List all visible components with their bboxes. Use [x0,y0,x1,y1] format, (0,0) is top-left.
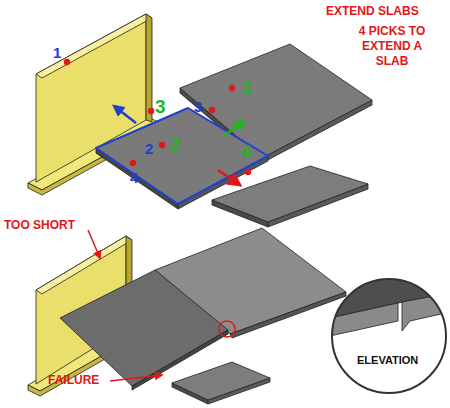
elevation-detail [330,270,450,396]
pick-point [209,107,215,113]
circle-outline [331,278,447,394]
callout-number: 3 [155,97,166,116]
failure-marker [219,321,235,337]
slab-top [212,166,368,222]
direction-arrow [114,106,136,123]
note-text: TOO SHORT [4,219,75,231]
title: EXTEND SLABS [326,5,419,17]
extended-slabs [60,228,346,404]
callout-number: 2 [170,135,181,154]
slab-top [172,362,270,400]
pick-points [64,59,251,175]
callout-number: 1 [53,45,61,60]
callout-number: 4 [241,142,252,161]
note-text: 4 PICKS TO EXTEND A SLAB [350,24,434,69]
leader-arrow [88,230,100,258]
detail-circle: ELEVATION [331,278,447,394]
leader-arrow [110,375,162,381]
pick-point [229,85,235,91]
wall-end [146,14,152,122]
slab-top [60,270,228,386]
slab [212,166,368,227]
direction-arrow [224,121,244,136]
slab-edge [230,292,346,338]
pick-point [159,142,165,148]
wall-top [36,14,152,78]
callout-number: 3 [194,99,202,114]
callout-number: 2 [145,141,153,156]
direction-arrow [218,170,240,185]
wall-top [36,236,132,294]
note-text: FAILURE [48,374,99,386]
pick-point [245,169,251,175]
pick-point [64,59,70,65]
callout-number: 1 [242,78,253,97]
node-label: ELEVATION [353,352,422,369]
callout-number: 4 [130,170,138,185]
pick-point [130,160,136,166]
pick-point [148,108,154,114]
detail-slab [402,293,450,331]
circle-outline [332,279,446,393]
